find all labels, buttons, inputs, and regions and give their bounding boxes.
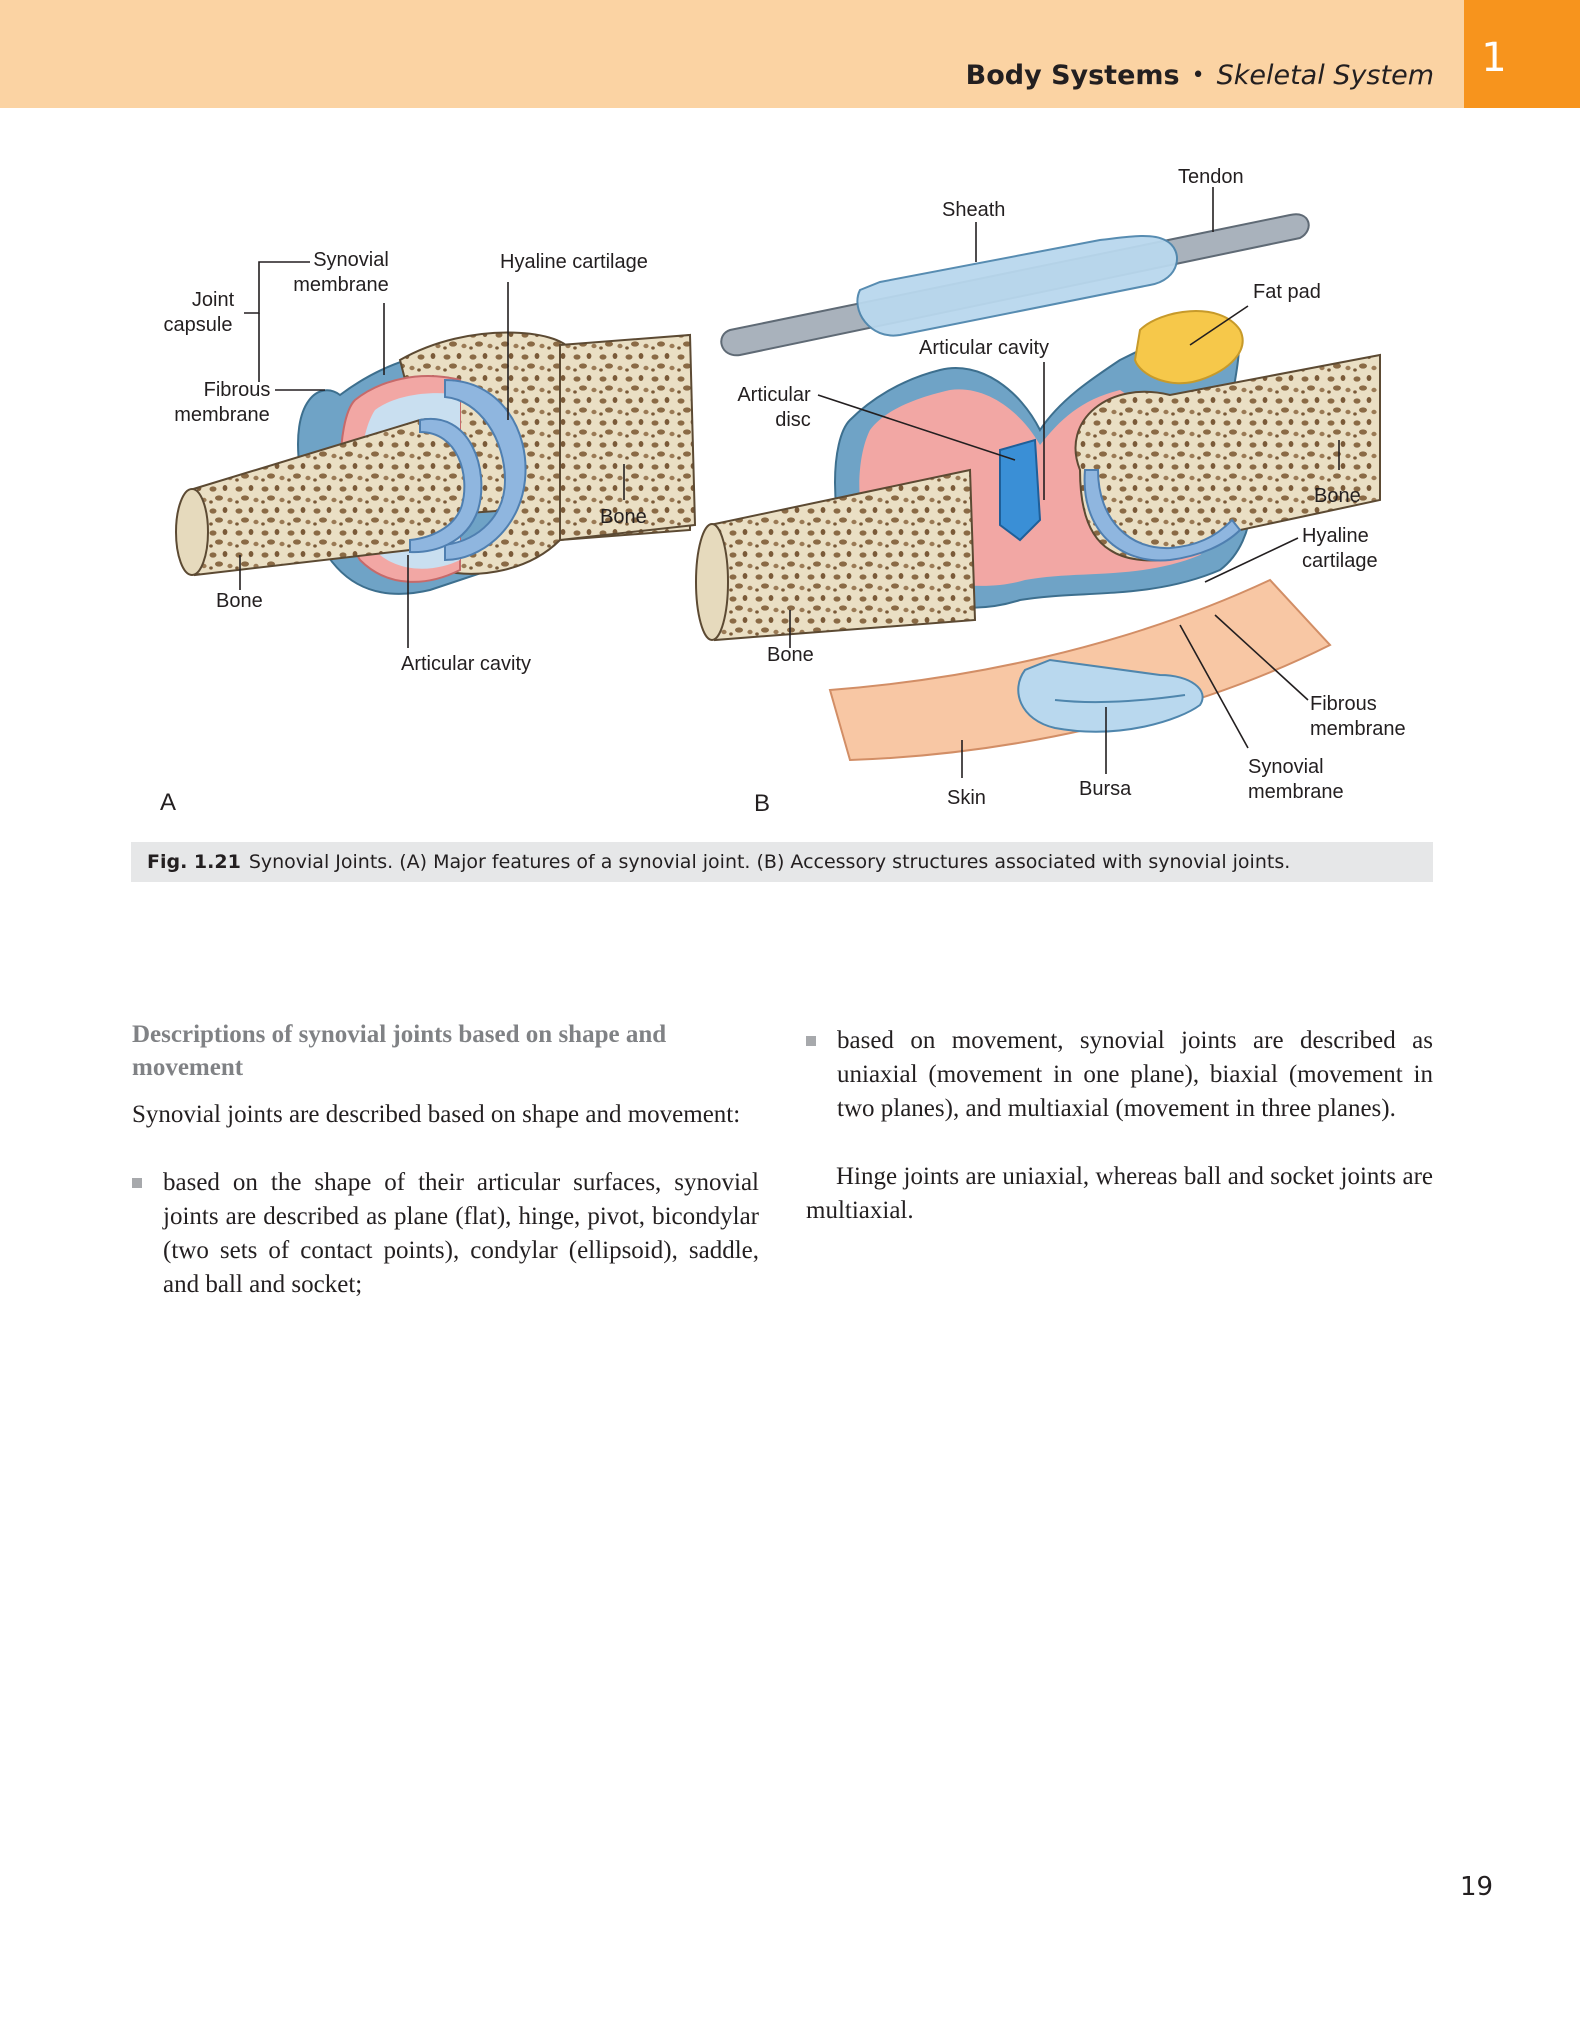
running-head-separator: • — [1191, 63, 1205, 88]
bullet-marker — [132, 1178, 142, 1188]
label-b-hyaline-cartilage-2: cartilage — [1302, 550, 1378, 572]
label-a-articular-cavity: Articular cavity — [401, 653, 531, 675]
panel-a-drawing — [175, 331, 697, 595]
panel-a-leaders — [239, 261, 625, 648]
closing-paragraph: Hinge joints are uniaxial, whereas ball … — [806, 1163, 1433, 1224]
label-b-hyaline-cartilage-1: Hyaline — [1302, 525, 1369, 547]
label-b-articular-disc-2: disc — [775, 409, 811, 431]
label-a-fibrous-membrane-1: Fibrous — [204, 379, 271, 401]
figure-caption: Fig. 1.21 Synovial Joints. (A) Major feat… — [131, 842, 1433, 882]
panel-b-leaders — [789, 187, 1340, 778]
left-column: Descriptions of synovial joints based on… — [132, 1018, 759, 1302]
label-b-fibrous-membrane-2: membrane — [1310, 718, 1406, 740]
label-b-synovial-membrane-1: Synovial — [1248, 756, 1324, 778]
caption-text: Fig. 1.21 Synovial Joints. (A) Major feat… — [147, 851, 1290, 873]
label-b-bone-right: Bone — [1314, 485, 1361, 507]
section-heading: Descriptions of synovial joints based on… — [132, 1021, 667, 1081]
chapter-number: 1 — [1481, 35, 1507, 81]
label-b-skin: Skin — [947, 787, 986, 809]
bullet-shape-text: based on the shape of their articular su… — [163, 1169, 759, 1298]
label-b-bone-left: Bone — [767, 644, 814, 666]
running-head-section: Body Systems — [965, 60, 1180, 91]
label-a-fibrous-membrane-2: membrane — [174, 404, 270, 426]
label-b-sheath: Sheath — [942, 199, 1005, 221]
page-number: 19 — [1460, 1872, 1494, 1902]
label-a-synovial-membrane-1: Synovial — [313, 249, 389, 271]
label-a-hyaline-cartilage: Hyaline cartilage — [500, 251, 648, 273]
label-b-fat-pad: Fat pad — [1253, 281, 1321, 303]
figure-number: Fig. 1.21 — [147, 851, 241, 873]
intro-paragraph: Synovial joints are described based on s… — [132, 1101, 741, 1128]
caption-body: Synovial Joints. (A) Major features of a… — [248, 851, 1291, 873]
bullet-shape: based on the shape of their articular su… — [132, 1166, 759, 1302]
panel-b-letter: B — [754, 790, 770, 817]
label-b-tendon: Tendon — [1178, 166, 1244, 188]
label-joint-capsule-1: Joint — [192, 289, 235, 311]
right-column: based on movement, synovial joints are d… — [806, 1024, 1433, 1228]
header-band — [0, 0, 1580, 108]
bullet-movement: based on movement, synovial joints are d… — [806, 1024, 1433, 1126]
label-b-bursa: Bursa — [1079, 778, 1132, 800]
synovial-joint-figure: Joint capsule Synovial membrane Hyaline … — [160, 166, 1406, 817]
label-b-articular-disc-1: Articular — [737, 384, 811, 406]
bullet-movement-text: based on movement, synovial joints are d… — [837, 1027, 1433, 1122]
running-head: Body Systems • Skeletal System — [966, 60, 1434, 91]
label-a-synovial-membrane-2: membrane — [293, 274, 389, 296]
panel-b-drawing — [695, 213, 1381, 762]
chapter-tab: 1 — [1464, 0, 1580, 108]
label-b-articular-cavity: Articular cavity — [919, 337, 1049, 359]
bullet-marker — [806, 1036, 816, 1046]
panel-a-letter: A — [160, 789, 176, 816]
label-a-bone-left: Bone — [216, 590, 263, 612]
label-joint-capsule-2: capsule — [164, 314, 233, 336]
label-a-bone-right: Bone — [600, 506, 647, 528]
label-b-synovial-membrane-2: membrane — [1248, 781, 1344, 803]
running-head-subsection: Skeletal System — [1216, 60, 1434, 91]
label-b-fibrous-membrane-1: Fibrous — [1310, 693, 1377, 715]
